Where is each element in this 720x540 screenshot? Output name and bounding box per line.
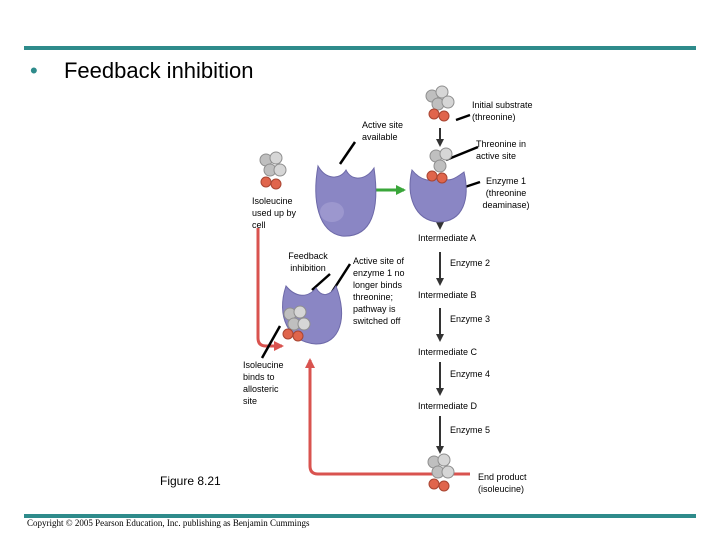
enzyme-free bbox=[315, 164, 377, 237]
copyright: Copyright © 2005 Pearson Education, Inc.… bbox=[27, 518, 310, 528]
isoleucine-free-molecule-icon bbox=[259, 151, 287, 190]
label-intermediate-d: Intermediate D bbox=[418, 401, 478, 411]
figure-label: Figure 8.21 bbox=[160, 474, 221, 488]
title-text: Feedback inhibition bbox=[63, 58, 254, 83]
label-enzyme3: Enzyme 3 bbox=[450, 314, 491, 324]
top-rule bbox=[24, 46, 696, 50]
feedback-loop-arrow bbox=[305, 358, 470, 476]
isoleucine-used-arrow bbox=[256, 228, 284, 351]
label-intermediate-c: Intermediate C bbox=[418, 347, 478, 357]
label-end-product: End product (isoleucine) bbox=[478, 472, 527, 494]
threonine-molecule-icon bbox=[425, 85, 455, 122]
label-threonine-in-active-site: Threonine in active site bbox=[476, 139, 527, 161]
label-initial-substrate: Initial substrate (threonine) bbox=[472, 100, 533, 122]
label-active-site-available: Active site available bbox=[362, 120, 404, 142]
label-intermediate-b: Intermediate B bbox=[418, 290, 477, 300]
label-active-site-blocked: Active site of enzyme 1 no longer binds … bbox=[353, 256, 405, 326]
label-enzyme4: Enzyme 4 bbox=[450, 369, 491, 379]
label-isoleucine-used-up: Isoleucine used up by cell bbox=[252, 196, 297, 230]
bottom-rule bbox=[24, 514, 696, 518]
isoleucine-bound-molecule-icon bbox=[282, 305, 311, 342]
leader-initial-substrate bbox=[455, 113, 471, 122]
label-intermediate-a: Intermediate A bbox=[418, 233, 477, 243]
label-isoleucine-binds: Isoleucine binds to allosteric site bbox=[243, 360, 284, 406]
leader-isoleucine-binds bbox=[260, 325, 282, 359]
label-enzyme5: Enzyme 5 bbox=[450, 425, 491, 435]
isoleucine-end-product-molecule-icon bbox=[427, 453, 455, 492]
leader-threonine-active bbox=[445, 145, 479, 162]
threonine-bound-molecule-icon bbox=[426, 147, 453, 184]
label-enzyme1: Enzyme 1 (threonine deaminase) bbox=[482, 176, 530, 210]
slide-title: • Feedback inhibition bbox=[30, 58, 254, 84]
bullet: • bbox=[30, 58, 38, 83]
leader-active-site bbox=[338, 141, 357, 165]
leader-feedback bbox=[311, 273, 331, 291]
label-enzyme2: Enzyme 2 bbox=[450, 258, 491, 268]
label-feedback-inhibition: Feedback inhibition bbox=[288, 251, 328, 273]
